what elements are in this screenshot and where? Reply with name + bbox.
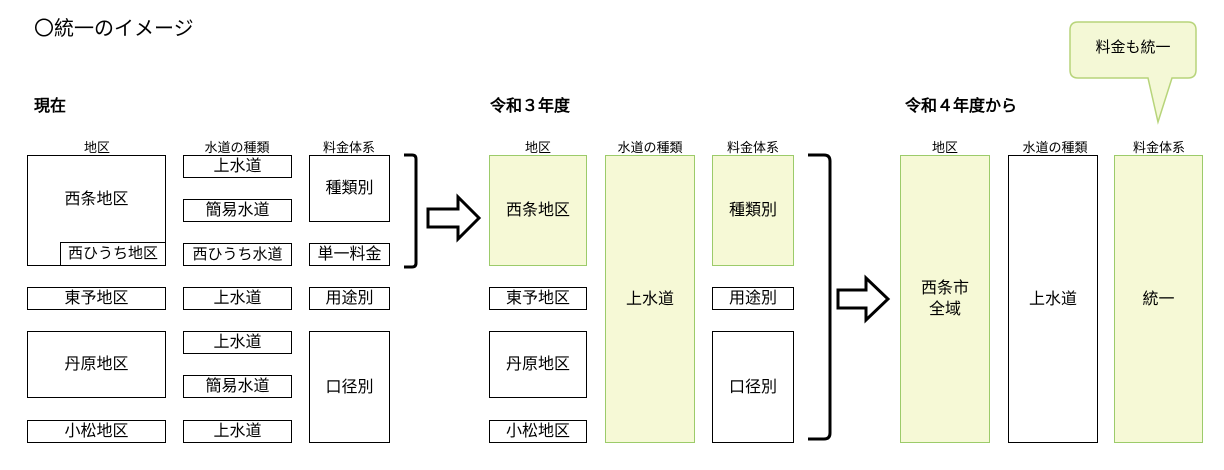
current-fee-saijo: 種類別	[309, 155, 390, 222]
current-water-komatsu: 上水道	[183, 420, 292, 443]
r3-area-toyo: 東予地区	[489, 287, 587, 310]
section-label-current: 現在	[34, 96, 67, 115]
current-fee-nishiuchi: 単一料金	[309, 243, 390, 266]
r3-area-komatsu: 小松地区	[489, 420, 587, 443]
r4-water-all: 上水道	[1008, 155, 1098, 443]
r4-header-fee-system: 料金体系	[1132, 141, 1185, 156]
current-area-komatsu: 小松地区	[27, 420, 166, 443]
current-area-saijo-label: 西条地区	[64, 189, 129, 208]
current-fee-rest: 口径別	[309, 331, 390, 443]
current-area-toyo: 東予地区	[27, 287, 166, 310]
arrow-right-icon-1	[426, 193, 482, 243]
current-water-tanbara-1: 上水道	[183, 331, 292, 354]
arrow-right-icon-2	[836, 274, 891, 324]
callout-text: 料金も統一	[1095, 38, 1171, 56]
r3-header-area: 地区	[524, 141, 551, 156]
current-water-tanbara-2: 簡易水道	[183, 375, 292, 398]
bracket-current-saijo	[404, 153, 418, 269]
current-water-saijo-1: 上水道	[183, 155, 292, 178]
r3-header-fee-system: 料金体系	[726, 141, 779, 156]
current-water-saijo-2: 簡易水道	[183, 199, 292, 222]
r3-fee-rest: 口径別	[712, 331, 794, 443]
r4-fee-unified: 統一	[1114, 155, 1203, 443]
r3-area-tanbara: 丹原地区	[489, 331, 587, 398]
section-label-r3: 令和３年度	[490, 96, 571, 115]
page-title: 〇統一のイメージ	[34, 16, 194, 40]
current-header-area: 地区	[83, 141, 110, 156]
r4-area-all: 西条市 全域	[900, 155, 990, 443]
current-fee-toyo: 用途別	[309, 287, 390, 310]
r3-area-saijo: 西条地区	[489, 155, 587, 266]
current-area-nishiuchi: 西ひうち地区	[60, 242, 166, 266]
r3-fee-toyo: 用途別	[712, 287, 794, 310]
section-label-r4: 令和４年度から	[905, 96, 1018, 115]
current-header-fee-system: 料金体系	[322, 141, 375, 156]
current-water-nishiuchi: 西ひうち水道	[183, 243, 292, 266]
r3-water-all: 上水道	[605, 155, 695, 443]
bracket-r3	[808, 153, 832, 441]
r3-fee-saijo: 種類別	[712, 155, 794, 266]
r3-header-water-type: 水道の種類	[617, 141, 683, 156]
current-water-toyo: 上水道	[183, 287, 292, 310]
current-area-tanbara: 丹原地区	[27, 331, 166, 398]
r4-header-water-type: 水道の種類	[1022, 141, 1088, 156]
r4-header-area: 地区	[931, 141, 958, 156]
callout-bubble	[1069, 21, 1197, 125]
current-header-water-type: 水道の種類	[204, 141, 270, 156]
